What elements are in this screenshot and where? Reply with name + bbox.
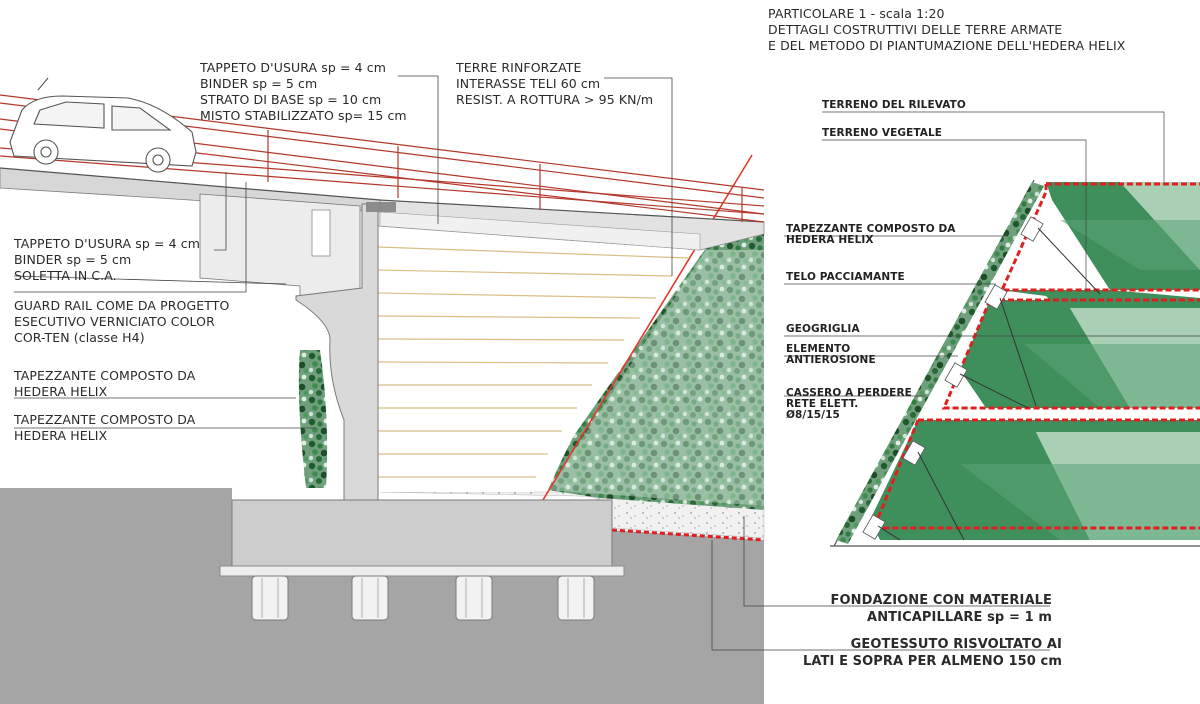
label-line: STRATO DI BASE sp = 10 cm — [200, 92, 382, 107]
label-line: BINDER sp = 5 cm — [14, 252, 132, 267]
label-line: HEDERA HELIX — [14, 384, 108, 399]
foundation-label: FONDAZIONE CON MATERIALE ANTICAPILLARE s… — [831, 592, 1052, 626]
label-line: MISTO STABILIZZATO sp= 15 cm — [200, 108, 407, 123]
car-illustration — [9, 77, 197, 173]
ivy-slope-mass — [548, 228, 764, 510]
geotextile-dashes — [611, 528, 765, 542]
deck-surface — [0, 167, 381, 201]
road-layers-label: TAPPETO D'USURA sp = 4 cm BINDER sp = 5 … — [200, 60, 407, 124]
label-line: CASSERO A PERDERE — [786, 387, 912, 399]
label-line: Ø8/15/15 — [786, 409, 840, 421]
embankment-soil-label: TERRENO DEL RILEVATO — [822, 99, 966, 111]
ivy-on-abutment — [298, 350, 328, 488]
label-line: BINDER sp = 5 cm — [200, 76, 318, 91]
reinforced-earth-block — [378, 222, 706, 492]
label-line: SOLETTA IN C.A. — [14, 268, 117, 283]
label-line: LATI E SOPRA PER ALMENO 150 cm — [803, 654, 1062, 669]
terrace-top-band — [1060, 220, 1200, 270]
label-line: INTERASSE TELI 60 cm — [456, 76, 601, 91]
reinforcement-layers — [377, 246, 689, 478]
geotextile-label: GEOTESSUTO RISVOLTATO AI LATI E SOPRA PE… — [803, 636, 1062, 670]
label-line: TAPEZZANTE COMPOSTO DA — [14, 368, 196, 383]
detail-title-line: DETTAGLI COSTRUTTIVI DELLE TERRE ARMATE — [768, 22, 1063, 37]
anti-erosion-blocks — [862, 216, 1044, 540]
label-line: ESECUTIVO VERNICIATO COLOR — [14, 314, 215, 329]
label-line: COR-TEN (classe H4) — [14, 330, 145, 345]
ivy-label-1: TAPEZZANTE COMPOSTO DA HEDERA HELIX — [14, 368, 195, 400]
topsoil-label: TERRENO VEGETALE — [822, 127, 943, 139]
label-line: TAPPETO D'USURA sp = 4 cm — [14, 236, 200, 251]
mulch-sheet-label: TELO PACCIAMANTE — [786, 271, 905, 283]
label-line: ANTICAPILLARE sp = 1 m — [867, 610, 1052, 625]
label-line: RETE ELETT. — [786, 398, 859, 410]
label-line: FONDAZIONE CON MATERIALE — [830, 593, 1052, 608]
formwork-label: CASSERO A PERDERE RETE ELETT. Ø8/15/15 — [786, 388, 912, 421]
slope-light-fill — [548, 250, 764, 506]
guard-rail-label: GUARD RAIL COME DA PROGETTO ESECUTIVO VE… — [14, 298, 229, 346]
terrace-mid-band — [1024, 344, 1200, 408]
leader-lines — [13, 75, 1050, 651]
bridge-layers-label: TAPPETO D'USURA sp = 4 cm BINDER sp = 5 … — [14, 236, 200, 284]
lean-concrete — [219, 565, 625, 577]
detail-drawing — [784, 111, 1200, 547]
road-surface — [379, 199, 765, 223]
label-line: GUARD RAIL COME DA PROGETTO — [14, 298, 230, 313]
ivy-label-2: TAPEZZANTE COMPOSTO DA HEDERA HELIX — [14, 412, 195, 444]
terrace-low-band — [960, 464, 1200, 540]
label-line: TAPEZZANTE COMPOSTO DA — [14, 412, 196, 427]
label-line: HEDERA HELIX — [786, 234, 874, 246]
label-line: TAPPETO D'USURA sp = 4 cm — [200, 60, 386, 75]
abutment-wall — [295, 203, 379, 501]
label-line: ANTIEROSIONE — [786, 354, 876, 366]
reinforced-earth-label: TERRE RINFORZATE INTERASSE TELI 60 cm RE… — [456, 60, 653, 108]
label-line: TERRE RINFORZATE — [456, 60, 582, 75]
label-line: RESIST. A ROTTURA > 95 KN/m — [456, 92, 654, 107]
slope-line — [525, 154, 753, 529]
detail-title-line: PARTICOLARE 1 - scala 1:20 — [768, 6, 945, 21]
detail-title-line: E DEL METODO DI PIANTUMAZIONE DELL'HEDER… — [768, 38, 1126, 53]
label-line: HEDERA HELIX — [14, 428, 108, 443]
ivy-cover-label: TAPEZZANTE COMPOSTO DA HEDERA HELIX — [786, 224, 956, 246]
geogrid-label: GEOGRIGLIA — [786, 323, 860, 335]
label-line: TAPEZZANTE COMPOSTO DA — [786, 223, 956, 235]
deck-beam — [199, 193, 361, 297]
detail-leader-lines — [784, 111, 1200, 397]
anti-erosion-label: ELEMENTO ANTIEROSIONE — [786, 344, 876, 366]
road-subbase — [379, 211, 701, 251]
piles — [251, 575, 595, 621]
detail-ivy-strip — [836, 182, 1044, 544]
bearing-pad — [366, 202, 396, 212]
abutment-footing — [231, 499, 613, 567]
detail-title: PARTICOLARE 1 - scala 1:20 DETTAGLI COST… — [768, 6, 1125, 54]
label-line: ELEMENTO — [786, 343, 851, 355]
terrace-1-dark — [1000, 290, 1200, 300]
deck-slot — [311, 209, 331, 257]
label-line: GEOTESSUTO RISVOLTATO AI — [850, 637, 1062, 652]
